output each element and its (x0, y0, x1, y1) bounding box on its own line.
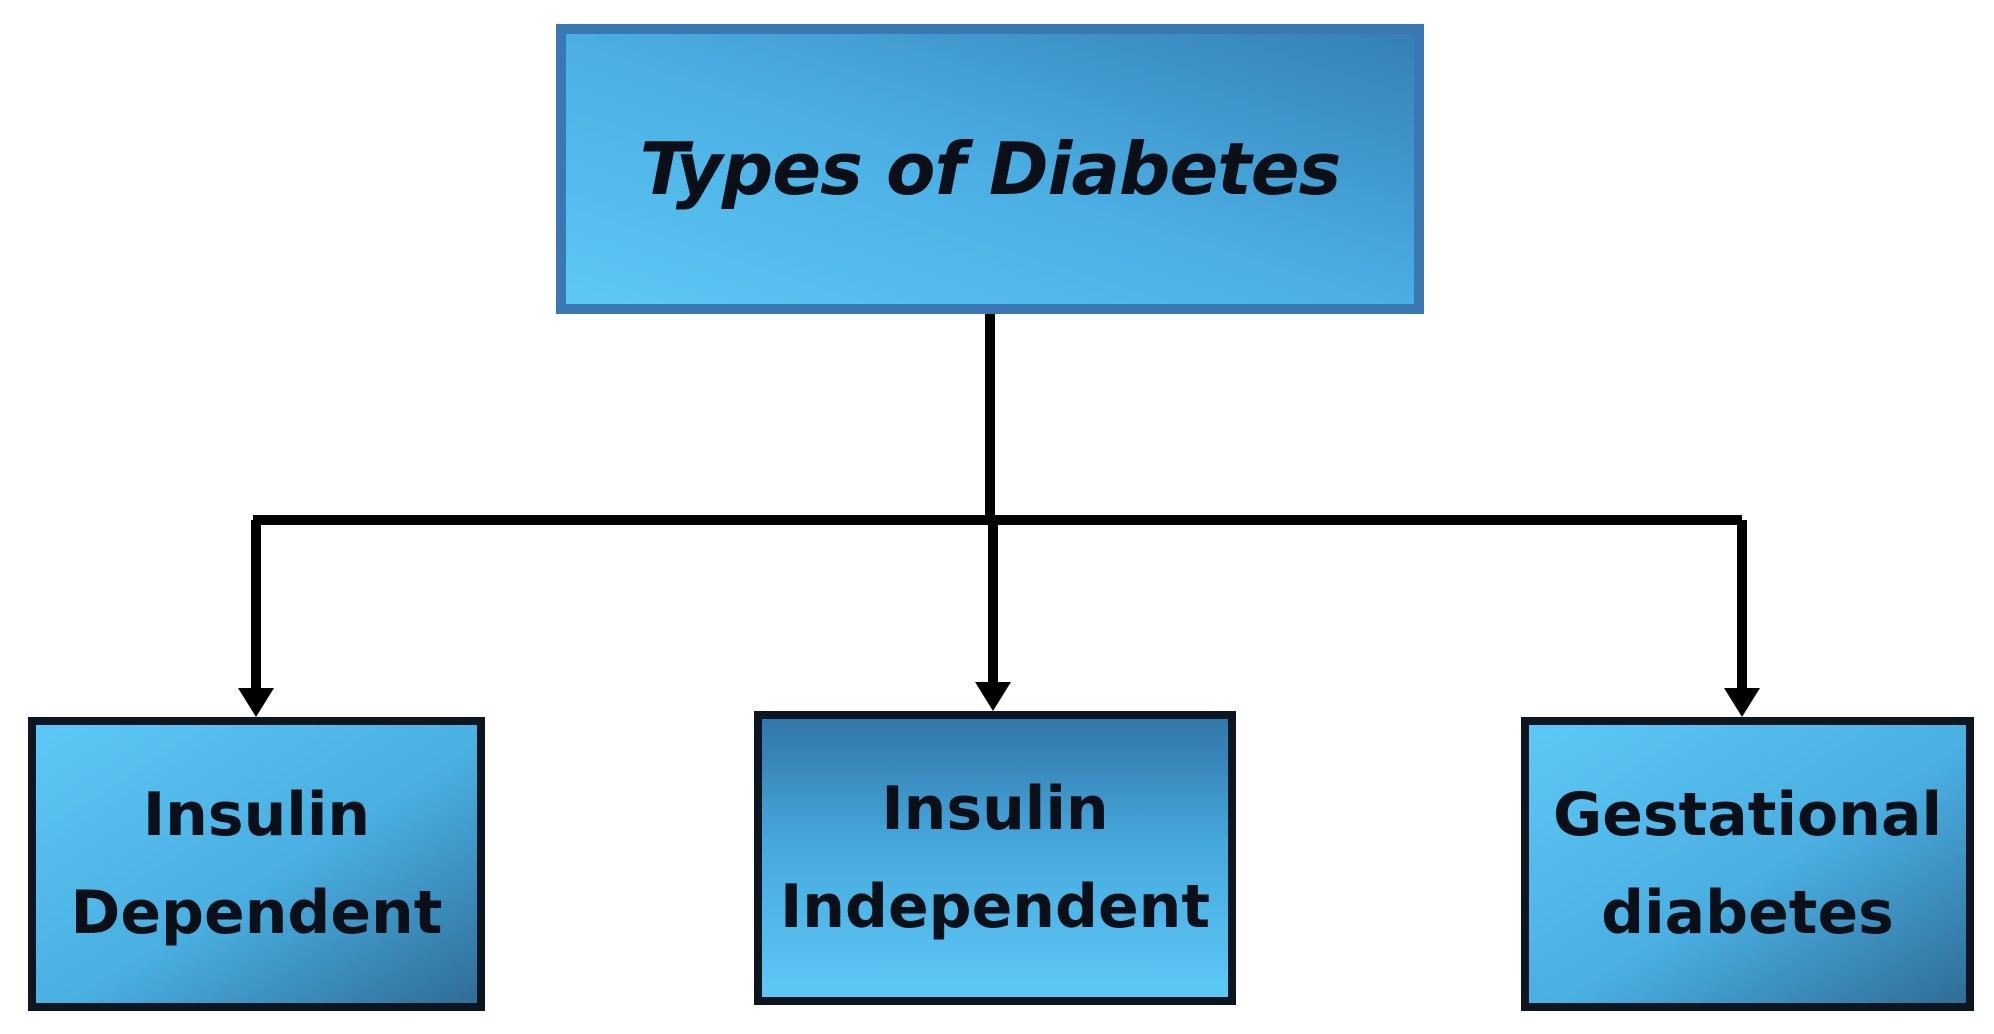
root-node-box: Types of Diabetes (556, 24, 1424, 314)
node-insulin-independent-label: Insulin Independent (779, 774, 1211, 942)
node-insulin-dependent-label: Insulin Dependent (70, 780, 443, 948)
arrowhead-insulin-dependent (238, 688, 274, 717)
node-insulin-independent: Insulin Independent (754, 711, 1236, 1005)
root-node-label: Types of Diabetes (639, 127, 1342, 211)
node-gestational-diabetes: Gestational diabetes (1521, 717, 1974, 1011)
arrowhead-insulin-independent (975, 682, 1011, 711)
arrowhead-gestational-diabetes (1724, 688, 1760, 717)
node-gestational-diabetes-label: Gestational diabetes (1552, 780, 1943, 948)
node-insulin-dependent: Insulin Dependent (28, 717, 485, 1011)
